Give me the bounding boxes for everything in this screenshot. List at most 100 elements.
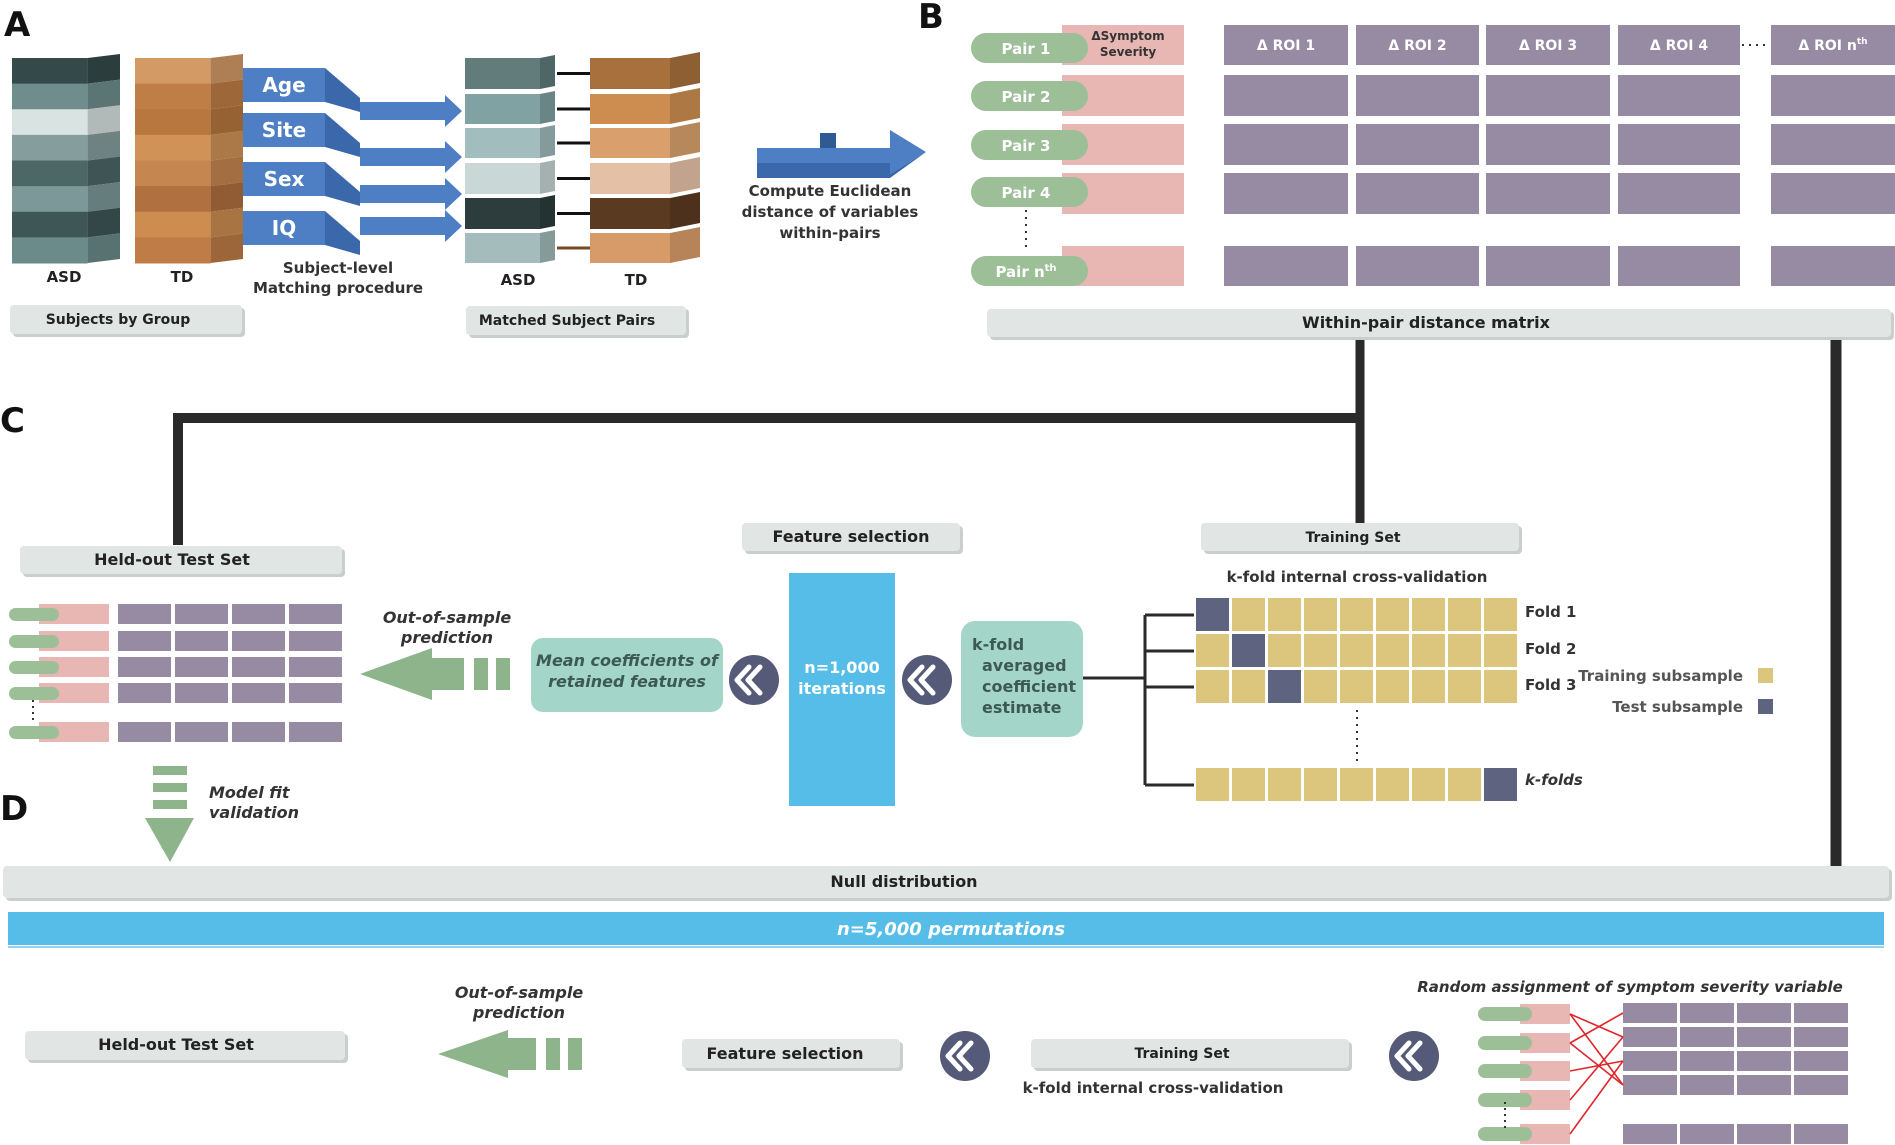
roi-cell (1771, 124, 1895, 165)
pair-label: Pair 4 (1002, 184, 1051, 202)
out-of-sample-line-1: Out-of-sample (383, 608, 512, 627)
roi-cell (1618, 75, 1740, 116)
roi-cell (1618, 173, 1740, 214)
pair-td-side (670, 227, 700, 263)
chevron-left-icon (1389, 1031, 1439, 1081)
held-cell (232, 722, 285, 742)
asd-band-side (87, 79, 120, 110)
pair-label: Pair 2 (1002, 88, 1051, 106)
model-fit-arrow (145, 766, 194, 862)
compute-arrow (757, 130, 926, 178)
chevron-left-icon (729, 655, 779, 705)
perm-roi-cell (1680, 1003, 1734, 1023)
td-band (135, 211, 211, 238)
match-var-box (243, 211, 325, 245)
perm-roi-cell (1794, 1003, 1848, 1023)
kfold-averaged-line-2: averaged (982, 656, 1067, 675)
asd-band (12, 134, 88, 161)
held-pill (9, 661, 59, 674)
d-kfold-text: k-fold internal cross-validation (1023, 1079, 1284, 1097)
compute-caption-3: within-pairs (779, 224, 880, 242)
match-var-head (445, 178, 462, 210)
pair-pill (971, 130, 1088, 160)
kfold-title: k-fold internal cross-validation (1227, 568, 1488, 586)
match-var-head (445, 141, 462, 173)
perm-roi-cell (1794, 1075, 1848, 1095)
d-training-set-label: Training Set (1134, 1046, 1229, 1062)
matching-caption-line-2: Matching procedure (253, 279, 423, 297)
td-band-side (210, 54, 243, 84)
roi-header-cell (1618, 25, 1740, 65)
td-band (135, 58, 211, 85)
subjects-by-group-label: Subjects by Group (46, 312, 191, 328)
pair-label: Pair 1 (1002, 40, 1051, 58)
compute-caption-1: Compute Euclidean (749, 182, 912, 200)
training-subsample-cell (1196, 768, 1229, 801)
out-of-sample-arrow (360, 648, 510, 700)
connector-lines (173, 338, 1842, 868)
match-var-ramp (325, 162, 360, 206)
held-cell (289, 631, 342, 651)
matched-pairs-stacks (465, 52, 700, 263)
held-out-matrix (9, 604, 342, 742)
test-subsample-cell (1268, 670, 1301, 703)
training-subsample-cell (1232, 768, 1265, 801)
d-feature-selection-banner: Feature selection (682, 1039, 903, 1071)
training-subsample-cell (1340, 670, 1373, 703)
training-subsample-cell (1304, 670, 1337, 703)
training-subsample-cell (1304, 634, 1337, 667)
held-pill (9, 608, 59, 621)
match-var-head (445, 210, 462, 242)
perm-roi-cell (1737, 1075, 1791, 1095)
random-assignment-link (1569, 1036, 1624, 1101)
perm-roi-cell (1680, 1051, 1734, 1071)
test-subsample-cell (1232, 634, 1265, 667)
held-cell (118, 631, 171, 651)
held-cell (232, 604, 285, 624)
compute-caption-2: distance of variables (742, 203, 919, 221)
pair-pill (971, 81, 1088, 111)
asd-band-side (87, 105, 120, 135)
training-subsample-cell (1412, 598, 1445, 631)
held-cell (232, 631, 285, 651)
mean-coefficients-line-2: retained features (548, 672, 706, 691)
model-fit-line-1: Model fit (209, 783, 291, 802)
perm-pill (1478, 1093, 1532, 1107)
random-assignment-link (1569, 1012, 1624, 1044)
training-subsample-cell (1448, 670, 1481, 703)
pair-td-band (590, 94, 670, 124)
asd-band (12, 160, 88, 187)
training-subsample-cell (1484, 598, 1517, 631)
pair-asd-side (540, 160, 555, 194)
perm-roi-cell (1623, 1027, 1677, 1047)
roi-cell (1771, 246, 1895, 286)
held-cell (289, 657, 342, 677)
subjects-by-group-banner: Subjects by Group (10, 305, 245, 337)
match-var-box (243, 68, 325, 102)
held-pill (9, 635, 59, 648)
training-subsample-cell (1376, 598, 1409, 631)
pair-td-band (590, 198, 670, 229)
model-fit-line-2: validation (209, 803, 299, 822)
match-var-label: IQ (272, 216, 296, 240)
test-subsample-label: Test subsample (1612, 698, 1743, 716)
permuted-matrix (1478, 1003, 1848, 1144)
fold-2-label: Fold 2 (1525, 640, 1576, 658)
training-subsample-cell (1484, 670, 1517, 703)
d-feature-selection-label: Feature selection (707, 1044, 864, 1063)
panel-letter-c: C (0, 401, 25, 441)
training-subsample-cell (1340, 598, 1373, 631)
out-of-sample-line-2: prediction (400, 628, 493, 647)
match-var-ramp (325, 211, 360, 255)
training-subsample-cell (1196, 670, 1229, 703)
mean-coefficients-box: Mean coefficients of retained features (531, 638, 723, 712)
pair-td-band (590, 163, 670, 194)
asd-label-pairs: ASD (501, 271, 536, 289)
perm-roi-cell (1623, 1124, 1677, 1144)
pair-asd-band (465, 94, 540, 124)
held-cell (118, 683, 171, 703)
held-cell (289, 683, 342, 703)
feature-selection-label: Feature selection (773, 527, 930, 546)
asd-band-side (87, 182, 120, 212)
